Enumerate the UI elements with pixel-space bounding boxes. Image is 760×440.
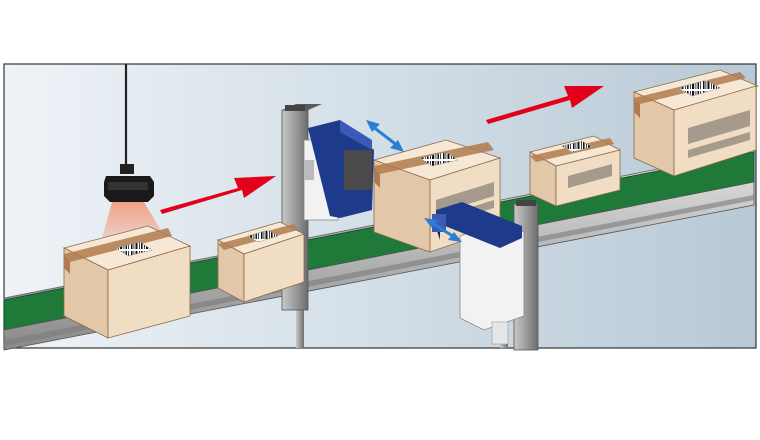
barcode-label-icon bbox=[419, 151, 459, 167]
red-flow-arrow-icon bbox=[486, 86, 604, 124]
box-under-camera bbox=[62, 225, 192, 339]
box-second bbox=[216, 221, 306, 303]
side-scanner-left-icon bbox=[303, 120, 374, 221]
barcode-label-icon bbox=[561, 140, 593, 153]
blue-double-arrow-icon bbox=[366, 120, 404, 152]
side-scanner-right-icon bbox=[432, 202, 525, 345]
barcode-label-icon bbox=[115, 241, 153, 257]
blue-double-arrow-icon bbox=[424, 218, 462, 242]
box-fourth bbox=[528, 135, 622, 207]
red-flow-arrow-icon bbox=[160, 176, 276, 214]
box-fifth bbox=[632, 69, 760, 177]
barcode-label-icon bbox=[247, 229, 279, 243]
barcode-label-icon bbox=[677, 79, 721, 97]
